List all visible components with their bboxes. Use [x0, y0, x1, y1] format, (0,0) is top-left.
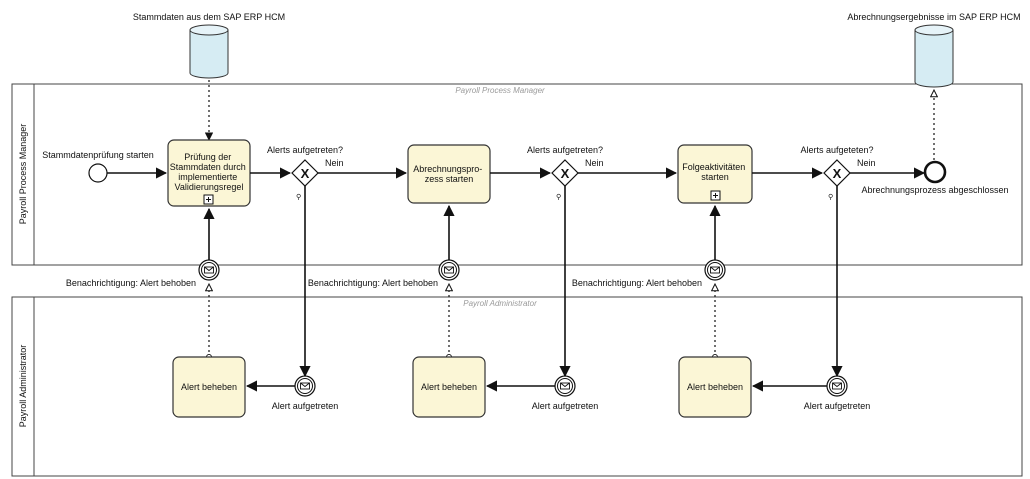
task-alert-beheben-3-label: Alert beheben — [687, 382, 743, 392]
notification-event-3[interactable] — [704, 259, 726, 281]
notification-label-1: Benachrichtigung: Alert behoben — [66, 278, 196, 288]
gateway-2-marker: X — [561, 166, 570, 181]
gateway-1-question: Alerts aufgetreten? — [267, 145, 343, 155]
task-alert-beheben-2-label: Alert beheben — [421, 382, 477, 392]
pool-watermark-manager: Payroll Process Manager — [455, 86, 545, 95]
task-pruefung-line1: Prüfung der — [184, 152, 231, 162]
task-pruefung[interactable]: Prüfung der Stammdaten durch implementie… — [167, 139, 251, 207]
svg-text:Folgeaktivitäten starten: Folgeaktivitäten starten — [682, 162, 748, 182]
datastore-target-label: Abrechnungsergebnisse im SAP ERP HCM — [847, 12, 1020, 22]
datastore-target[interactable] — [914, 24, 954, 88]
svg-text:Prüfung der Stammdaten d: Prüfung der Stammdaten durch implementie… — [170, 152, 249, 192]
task-alert-beheben-1-label: Alert beheben — [181, 382, 237, 392]
task-alert-beheben-2[interactable]: Alert beheben — [412, 356, 486, 418]
task-pruefung-line2: Stammdaten durch — [170, 162, 246, 172]
alert-received-label-2: Alert aufgetreten — [532, 401, 599, 411]
lane-label-admin: Payroll Administrator — [18, 345, 28, 428]
gateway-3-default-icon: ⚲ — [828, 193, 833, 201]
task-abrechnung-line1: Abrechnungspro- — [413, 164, 482, 174]
gateway-2-default-icon: ⚲ — [556, 193, 561, 201]
start-event[interactable] — [88, 163, 108, 183]
task-alert-beheben-3[interactable]: Alert beheben — [678, 356, 752, 418]
pool-manager — [11, 83, 1023, 266]
alert-received-event-3[interactable] — [826, 375, 848, 397]
alert-received-label-3: Alert aufgetreten — [804, 401, 871, 411]
task-folge-line2: starten — [701, 172, 729, 182]
end-event-label: Abrechnungsprozess abgeschlossen — [861, 185, 1008, 195]
gateway-1-no-label: Nein — [325, 158, 344, 168]
gateway-2-no-label: Nein — [585, 158, 604, 168]
start-event-label: Stammdatenprüfung starten — [42, 150, 154, 160]
notification-event-2[interactable] — [438, 259, 460, 281]
alert-received-label-1: Alert aufgetreten — [272, 401, 339, 411]
gateway-3-no-label: Nein — [857, 158, 876, 168]
notification-event-1[interactable] — [198, 259, 220, 281]
datastore-source[interactable] — [189, 24, 229, 79]
task-folge[interactable]: Folgeaktivitäten starten — [677, 144, 753, 204]
gateway-3-question: Alerts aufgeteten? — [800, 145, 873, 155]
task-folge-line1: Folgeaktivitäten — [682, 162, 745, 172]
task-alert-beheben-1[interactable]: Alert beheben — [172, 356, 246, 418]
svg-text:Abrechnungspro- zess sta: Abrechnungspro- zess starten — [413, 164, 485, 184]
notification-label-3: Benachrichtigung: Alert behoben — [572, 278, 702, 288]
task-abrechnung[interactable]: Abrechnungspro- zess starten — [407, 144, 491, 204]
gateway-2-question: Alerts aufgetreten? — [527, 145, 603, 155]
task-pruefung-line3: implementierte — [178, 172, 237, 182]
datastore-source-label: Stammdaten aus dem SAP ERP HCM — [133, 12, 285, 22]
task-abrechnung-line2: zess starten — [425, 174, 474, 184]
pool-watermark-admin: Payroll Administrator — [463, 299, 537, 308]
task-pruefung-line4: Validierungsregel — [175, 182, 244, 192]
gateway-3-marker: X — [833, 166, 842, 181]
gateway-1-marker: X — [301, 166, 310, 181]
alert-received-event-2[interactable] — [554, 375, 576, 397]
gateway-1-default-icon: ⚲ — [296, 193, 301, 201]
alert-received-event-1[interactable] — [294, 375, 316, 397]
end-event[interactable] — [923, 160, 947, 184]
notification-label-2: Benachrichtigung: Alert behoben — [308, 278, 438, 288]
lane-label-manager: Payroll Process Manager — [18, 124, 28, 225]
